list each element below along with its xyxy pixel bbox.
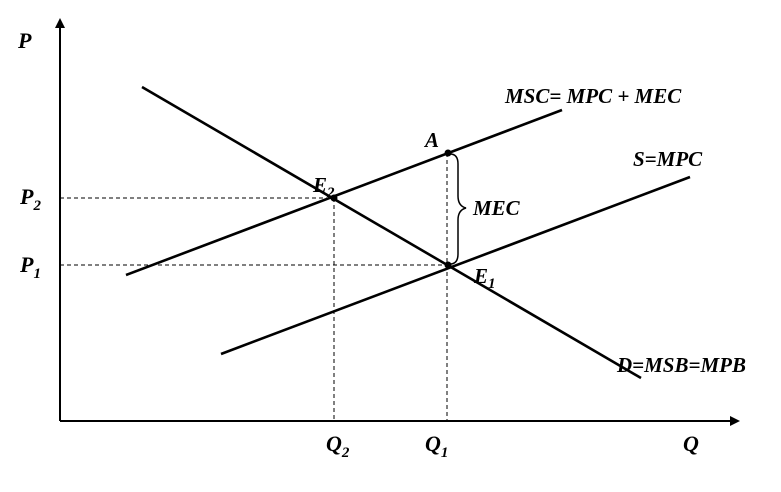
msc-label: MSC= MPC + MEC (504, 84, 682, 108)
point-e2-dot (330, 194, 338, 202)
x-axis-label: Q (683, 431, 699, 456)
p2-sub: 2 (32, 198, 41, 214)
msc-curve (125, 108, 563, 277)
p1-label: P1 (19, 252, 41, 282)
q1-letter: Q (425, 431, 441, 456)
q2-letter: Q (326, 431, 342, 456)
demand-curve (141, 85, 642, 380)
q2-sub: 2 (341, 445, 350, 461)
point-e2-label: E2 (312, 173, 335, 201)
q2-label: Q2 (326, 431, 350, 461)
p2-letter: P (19, 184, 34, 209)
p1-sub: 1 (33, 266, 41, 282)
point-e1-dot (444, 261, 452, 269)
point-a-dot (444, 149, 452, 157)
q1-label: Q1 (425, 431, 448, 461)
mec-brace (449, 153, 467, 265)
mec-gap-label: MEC (472, 196, 521, 220)
point-a-label: A (423, 128, 439, 152)
point-e2-sub: 2 (326, 185, 335, 201)
p1-letter: P (19, 252, 34, 277)
supply-label: S=MPC (633, 147, 703, 171)
y-axis-label: P (17, 28, 32, 53)
point-e1-letter: E (473, 264, 488, 288)
demand-label: D=MSB=MPB (616, 353, 746, 377)
supply-curve (220, 175, 691, 356)
q1-sub: 1 (441, 445, 449, 461)
point-e2-letter: E (312, 173, 327, 197)
point-e1-label: E1 (473, 264, 496, 292)
point-e1-sub: 1 (488, 276, 496, 292)
p2-label: P2 (19, 184, 41, 214)
